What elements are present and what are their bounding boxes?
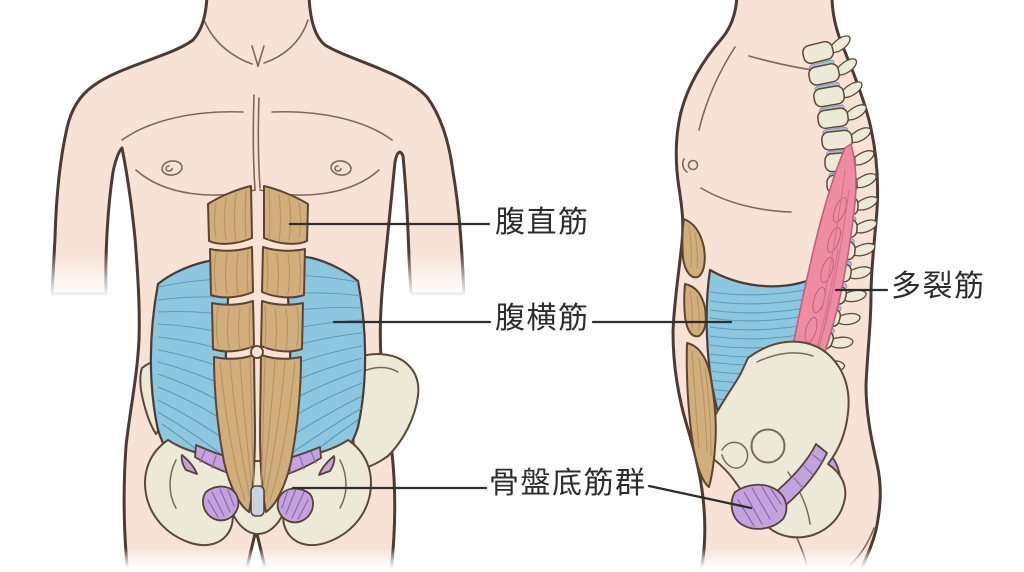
label-pelvic-floor-group: 骨盤底筋群 (489, 467, 647, 500)
pelvic-floor-muscles-front-lower (202, 485, 314, 524)
label-transversus-abdominis: 腹横筋 (495, 302, 590, 335)
nipples (161, 160, 352, 176)
label-rectus-abdominis: 腹直筋 (495, 206, 590, 239)
side-view-figure (671, 0, 882, 572)
leader-line-pelvic-floor-right (647, 484, 753, 510)
fade-overlays (0, 252, 1024, 572)
leader-lines (288, 222, 889, 510)
rectus-abdominis-muscle-front (207, 185, 309, 513)
pubic-symphysis (250, 485, 265, 517)
navel (250, 345, 264, 359)
rectus-fiber-lines (213, 189, 302, 503)
label-multifidus: 多裂筋 (891, 270, 986, 303)
front-view-figure (50, 0, 466, 572)
rectus-abdominis-muscle-side (681, 218, 717, 488)
pelvic-floor-muscles-side-front (730, 443, 828, 530)
